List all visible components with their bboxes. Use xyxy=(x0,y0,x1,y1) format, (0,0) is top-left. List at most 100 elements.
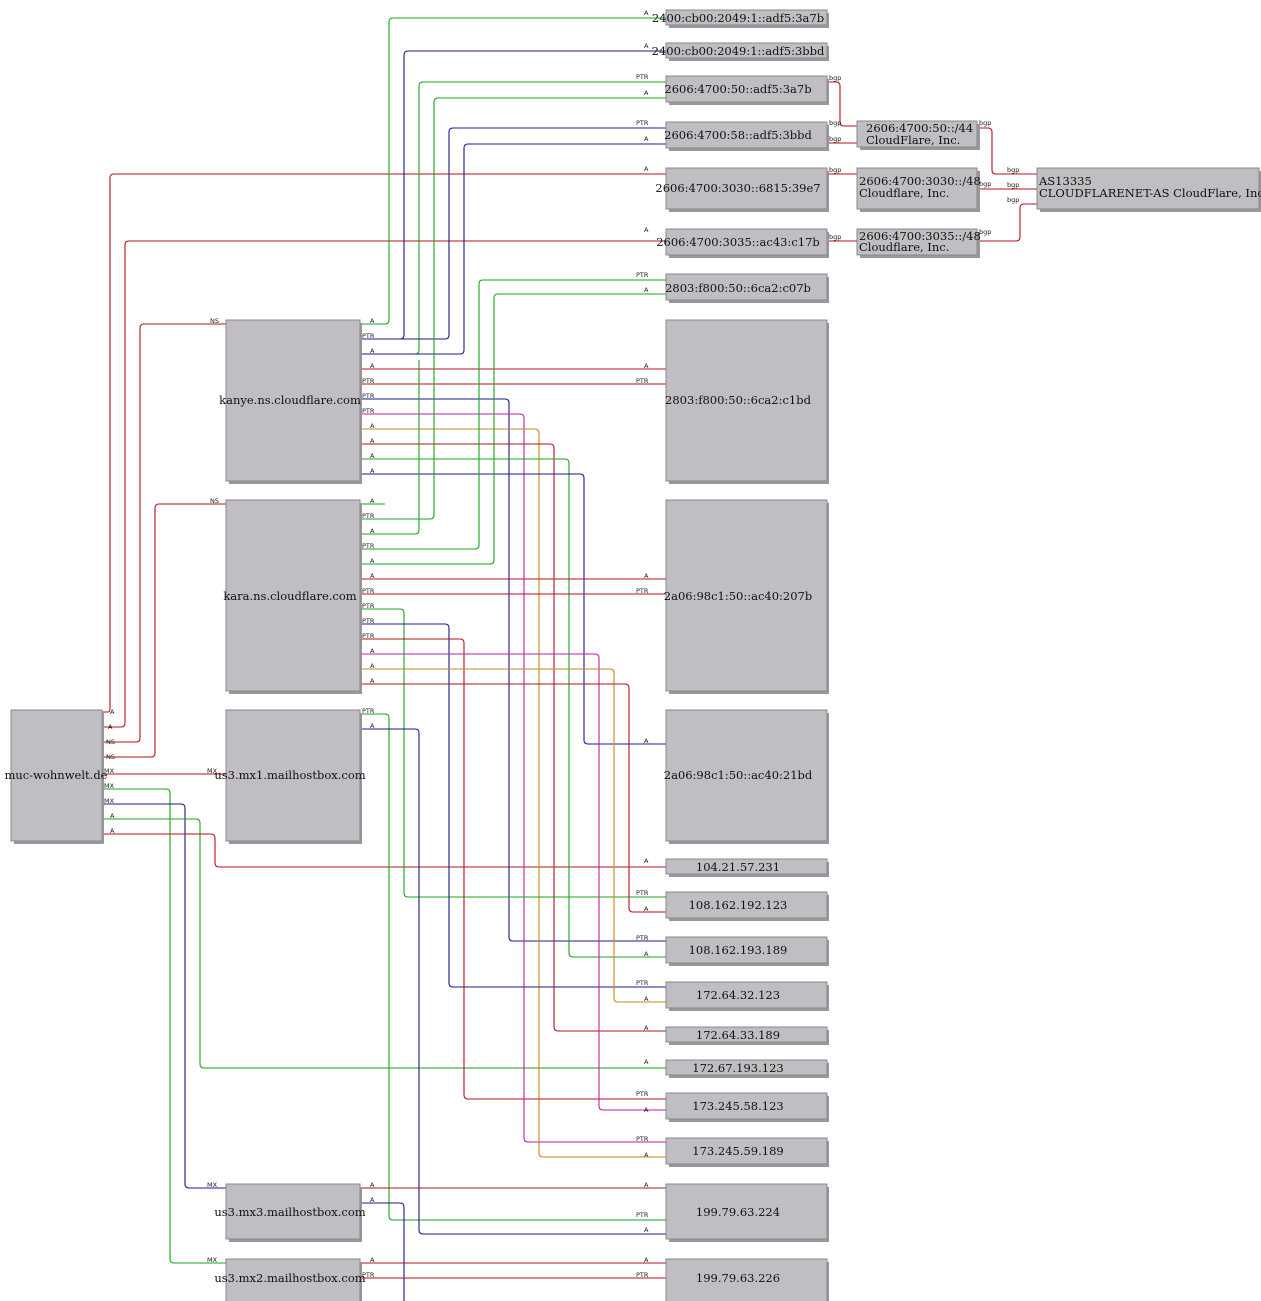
node-mailhost-mx2[interactable]: us3.mx2.mailhostbox.com xyxy=(214,1258,366,1301)
node-label-line1: 2606:4700:50::/44 xyxy=(866,121,973,135)
node-ipv6-2606-3035[interactable]: 2606:4700:3035::ac43:c17b xyxy=(656,228,829,258)
edge-label-ptr: PTR xyxy=(636,1090,649,1098)
edge-label-a: A xyxy=(370,317,375,325)
edge-kanye-ptr-2400-3bbd xyxy=(360,50,666,340)
node-ipv4-172-64-33-189[interactable]: 172.64.33.189 xyxy=(665,1026,829,1045)
node-asn-13335[interactable]: AS13335 CLOUDFLARENET-AS CloudFlare, Inc… xyxy=(1036,167,1261,212)
node-prefix-2606-4700-50[interactable]: 2606:4700:50::/44 CloudFlare, Inc. xyxy=(856,120,980,150)
node-label: 199.79.63.226 xyxy=(696,1271,780,1285)
node-ipv6-2400-3bbd[interactable]: 2400:cb00:2049:1::adf5:3bbd xyxy=(652,42,829,61)
node-nameserver-kara[interactable]: kara.ns.cloudflare.com xyxy=(223,499,362,694)
edge-label-mx: MX xyxy=(104,797,115,805)
node-ipv6-2606-50-3a7b[interactable]: 2606:4700:50::adf5:3a7b xyxy=(664,75,829,105)
edge-label-bgp: bgp xyxy=(1007,196,1019,204)
edge-kara-ptr-2606-3a7b xyxy=(360,97,666,520)
edge-mx1-ptr xyxy=(360,713,666,1221)
edge-label-bgp: bgp xyxy=(829,119,841,127)
node-label: 2400:cb00:2049:1::adf5:3bbd xyxy=(652,44,825,58)
edge-label-ptr: PTR xyxy=(636,979,649,987)
node-ipv4-173-245-59-189[interactable]: 173.245.59.189 xyxy=(665,1137,829,1167)
node-ipv4-199-79-63-226[interactable]: 199.79.63.226 xyxy=(665,1258,829,1301)
edge-label-bgp: bgp xyxy=(829,135,841,143)
edge-label-ns: NS xyxy=(210,497,219,505)
edge-label-a: A xyxy=(644,362,649,370)
edge-muc-ns-kara xyxy=(102,503,226,758)
edge-label-a: A xyxy=(370,347,375,355)
edge-label-a: A xyxy=(370,662,375,670)
edge-label-a: A xyxy=(370,1196,375,1204)
node-ipv4-108-162-192-123[interactable]: 108.162.192.123 xyxy=(665,891,829,921)
nodes-layer: muc-wohnwelt.de kanye.ns.cloudflare.com … xyxy=(5,9,1261,1301)
node-ipv4-172-64-32-123[interactable]: 172.64.32.123 xyxy=(665,981,829,1011)
edge-label-mx: MX xyxy=(207,767,218,775)
edge-kanye-a-172-64-33 xyxy=(360,443,666,1032)
edge-label-ptr: PTR xyxy=(636,1135,649,1143)
node-prefix-2606-4700-3035[interactable]: 2606:4700:3035::/48 Cloudflare, Inc. xyxy=(856,228,981,258)
edge-label-a: A xyxy=(644,89,649,97)
edge-label-a: A xyxy=(370,527,375,535)
edge-label-a: A xyxy=(370,557,375,565)
node-ipv4-172-67-193-123[interactable]: 172.67.193.123 xyxy=(665,1059,829,1078)
edge-label-a: A xyxy=(644,857,649,865)
node-label-line2: Cloudflare, Inc. xyxy=(859,240,949,254)
edge-bgp-3a7b-pfx1 xyxy=(828,81,857,127)
edge-label-ptr: PTR xyxy=(636,934,649,942)
edge-label-a: A xyxy=(644,1024,649,1032)
edge-label-ns: NS xyxy=(106,753,115,761)
node-domain[interactable]: muc-wohnwelt.de xyxy=(5,709,108,844)
node-mailhost-mx3[interactable]: us3.mx3.mailhostbox.com xyxy=(214,1183,366,1242)
node-mailhost-mx1[interactable]: us3.mx1.mailhostbox.com xyxy=(214,709,366,844)
node-prefix-2606-4700-3030[interactable]: 2606:4700:3030::/48 Cloudflare, Inc. xyxy=(856,167,981,212)
edge-label-a: A xyxy=(644,165,649,173)
edge-label-a: A xyxy=(644,995,649,1003)
node-ipv6-2606-58-3bbd[interactable]: 2606:4700:58::adf5:3bbd xyxy=(664,121,829,151)
edge-kara-ptr-2803-c07b xyxy=(360,279,666,550)
edge-label-ptr: PTR xyxy=(362,377,375,385)
edge-label-a: A xyxy=(644,950,649,958)
edge-label-a: A xyxy=(370,497,375,505)
edge-label-a: A xyxy=(644,1181,649,1189)
edge-label-a: A xyxy=(370,422,375,430)
edge-label-a: A xyxy=(644,226,649,234)
edge-muc-a-172-67 xyxy=(102,818,666,1069)
node-label: 2803:f800:50::6ca2:c07b xyxy=(665,281,811,295)
edge-label-a: A xyxy=(370,437,375,445)
edge-label-bgp: bgp xyxy=(1007,181,1019,189)
edge-label-ptr: PTR xyxy=(362,587,375,595)
node-ipv6-2a06-207b[interactable]: 2a06:98c1:50::ac40:207b xyxy=(664,499,829,694)
edge-label-a: A xyxy=(370,722,375,730)
node-nameserver-kanye[interactable]: kanye.ns.cloudflare.com xyxy=(219,319,362,484)
edge-label-bgp: bgp xyxy=(979,119,991,127)
edge-label-ptr: PTR xyxy=(636,1271,649,1279)
edge-label-a: A xyxy=(644,42,649,50)
node-label: 173.245.59.189 xyxy=(692,1144,783,1158)
node-label: kanye.ns.cloudflare.com xyxy=(219,393,361,407)
edge-label-mx: MX xyxy=(207,1181,218,1189)
edge-label-ptr: PTR xyxy=(362,512,375,520)
edge-label-ptr: PTR xyxy=(636,587,649,595)
edge-kara-a-2803-c07b xyxy=(360,293,666,565)
edge-label-ptr: PTR xyxy=(636,1211,649,1219)
node-ipv6-2803-c07b[interactable]: 2803:f800:50::6ca2:c07b xyxy=(665,273,829,303)
node-ipv4-199-79-63-224[interactable]: 199.79.63.224 xyxy=(665,1183,829,1242)
node-ipv6-2606-3030[interactable]: 2606:4700:3030::6815:39e7 xyxy=(655,167,829,212)
edge-label-ns: NS xyxy=(106,738,115,746)
edge-kanye-a-2400-3a7b xyxy=(360,17,666,325)
edge-label-a: A xyxy=(110,812,115,820)
node-ipv6-2a06-21bd[interactable]: 2a06:98c1:50::ac40:21bd xyxy=(664,709,829,844)
node-ipv4-108-162-193-189[interactable]: 108.162.193.189 xyxy=(665,936,829,966)
node-ipv6-2400-3a7b[interactable]: 2400:cb00:2049:1::adf5:3a7b xyxy=(652,9,829,28)
edge-kanye-a-173-59 xyxy=(360,428,666,1158)
edge-label-ptr: PTR xyxy=(362,1271,375,1279)
node-label: 108.162.192.123 xyxy=(689,898,788,912)
node-label: 172.67.193.123 xyxy=(692,1061,783,1075)
edge-muc-a-3035 xyxy=(102,240,666,728)
edge-label-a: A xyxy=(644,1256,649,1264)
edge-muc-a-3030 xyxy=(102,173,666,713)
node-ipv4-104-21-57-231[interactable]: 104.21.57.231 xyxy=(665,858,829,877)
edge-kanye-a-21bd xyxy=(360,473,666,745)
node-ipv6-2803-c1bd[interactable]: 2803:f800:50::6ca2:c1bd xyxy=(665,319,829,484)
node-ipv4-173-245-58-123[interactable]: 173.245.58.123 xyxy=(665,1092,829,1122)
edge-label-a: A xyxy=(370,1181,375,1189)
